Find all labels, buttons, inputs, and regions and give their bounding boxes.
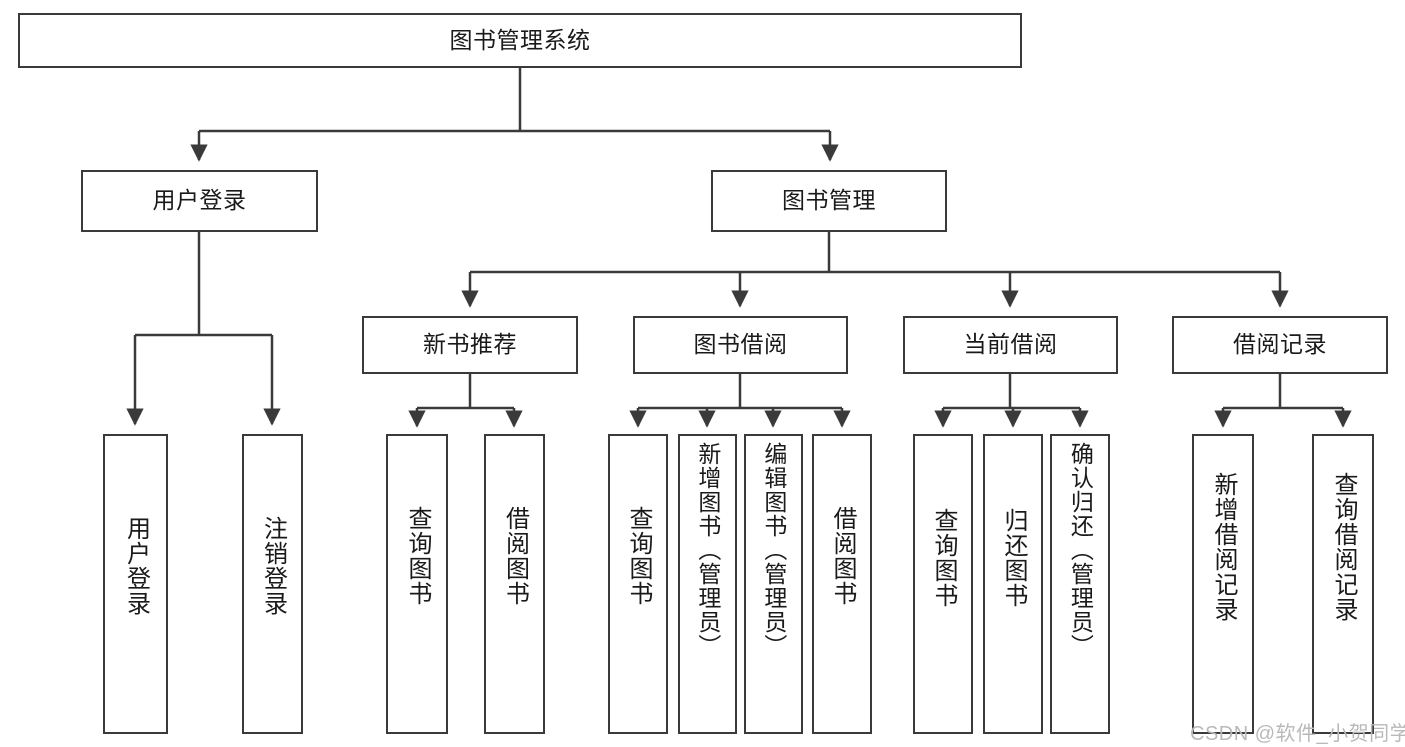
node-leaf-user-logout[interactable]: 注销登录 (242, 434, 303, 734)
node-root-label: 图书管理系统 (449, 26, 591, 53)
node-leaf-confirm-return-admin[interactable]: 确认归还（管理员） (1050, 434, 1110, 734)
node-current-borrow[interactable]: 当前借阅 (903, 316, 1118, 374)
node-leaf-query-book-cur[interactable]: 查询图书 (913, 434, 973, 734)
node-user-login[interactable]: 用户登录 (81, 170, 318, 232)
node-leaf-add-book-admin[interactable]: 新增图书（管理员） (678, 434, 737, 734)
node-leaf-user-login-label: 用户登录 (122, 516, 150, 616)
node-leaf-query-book-cur-label: 查询图书 (929, 508, 957, 608)
node-new-book-recommend-label: 新书推荐 (423, 331, 517, 358)
node-current-borrow-label: 当前借阅 (963, 331, 1058, 358)
node-leaf-borrow-book-rec-label: 借阅图书 (501, 506, 529, 606)
node-book-borrow-label: 图书借阅 (693, 331, 788, 358)
node-book-manage-label: 图书管理 (782, 187, 876, 214)
node-leaf-query-book-rec[interactable]: 查询图书 (386, 434, 448, 734)
node-leaf-borrow-book-label: 借阅图书 (828, 506, 856, 606)
node-book-borrow[interactable]: 图书借阅 (633, 316, 848, 374)
node-book-manage[interactable]: 图书管理 (711, 170, 947, 232)
node-leaf-return-book[interactable]: 归还图书 (983, 434, 1043, 734)
node-leaf-user-logout-label: 注销登录 (259, 516, 287, 616)
csdn-watermark: CSDN @软件_小贺同学 (1190, 723, 1405, 745)
node-new-book-recommend[interactable]: 新书推荐 (362, 316, 578, 374)
node-leaf-user-login[interactable]: 用户登录 (103, 434, 168, 734)
node-leaf-add-borrow-record[interactable]: 新增借阅记录 (1192, 434, 1254, 734)
node-leaf-add-book-admin-label: 新增图书（管理员） (694, 442, 721, 658)
node-leaf-query-book-borrow[interactable]: 查询图书 (608, 434, 668, 734)
node-root[interactable]: 图书管理系统 (18, 13, 1022, 68)
node-leaf-borrow-book-rec[interactable]: 借阅图书 (484, 434, 545, 734)
node-leaf-query-borrow-record-label: 查询借阅记录 (1329, 472, 1357, 622)
node-leaf-return-book-label: 归还图书 (999, 508, 1027, 608)
node-borrow-record[interactable]: 借阅记录 (1172, 316, 1388, 374)
node-leaf-confirm-return-admin-label: 确认归还（管理员） (1067, 442, 1094, 658)
node-leaf-edit-book-admin-label: 编辑图书（管理员） (760, 442, 787, 658)
node-leaf-borrow-book[interactable]: 借阅图书 (812, 434, 872, 734)
node-leaf-query-book-borrow-label: 查询图书 (624, 506, 652, 606)
node-leaf-query-borrow-record[interactable]: 查询借阅记录 (1312, 434, 1374, 734)
node-leaf-edit-book-admin[interactable]: 编辑图书（管理员） (744, 434, 803, 734)
node-user-login-label: 用户登录 (152, 187, 247, 214)
node-leaf-add-borrow-record-label: 新增借阅记录 (1209, 472, 1237, 622)
node-leaf-query-book-rec-label: 查询图书 (403, 506, 431, 606)
node-borrow-record-label: 借阅记录 (1233, 331, 1327, 358)
